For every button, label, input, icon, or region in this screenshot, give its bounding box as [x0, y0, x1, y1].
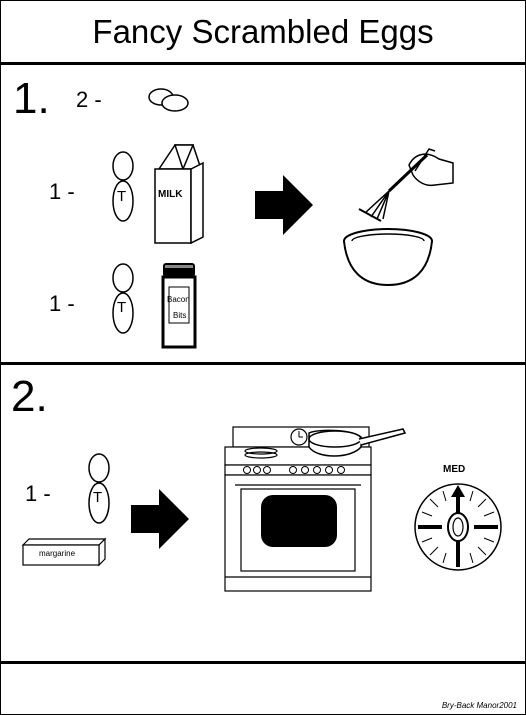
bacon-bits-jar-icon — [161, 263, 197, 349]
margarine-stick-icon — [21, 537, 107, 567]
eggs-quantity: 2 - — [76, 87, 102, 112]
milk-carton-label: MILK — [158, 189, 183, 200]
mixing-bowl-icon — [343, 228, 433, 287]
step-divider — [1, 362, 525, 365]
bacon-jar-label-line-1: Bacon — [167, 295, 190, 304]
tablespoon-label: T — [117, 299, 127, 316]
footer-credit: Bry-Back Manor2001 — [441, 701, 517, 710]
step-2-number: 2. — [11, 372, 48, 421]
tablespoon-label: T — [117, 188, 127, 205]
whisk-in-hand-icon — [358, 148, 454, 222]
tablespoon-icon — [112, 263, 134, 334]
stove-dial-icon — [414, 483, 502, 571]
tablespoon-icon — [88, 453, 110, 524]
dial-setting-label: MED — [443, 464, 466, 475]
bacon-quantity: 1 - — [49, 291, 75, 316]
tablespoon-icon — [112, 151, 134, 222]
tablespoon-label: T — [93, 489, 103, 506]
margarine-label: margarine — [39, 549, 76, 558]
footer-divider — [1, 661, 525, 664]
stove-with-frying-pan-icon — [224, 426, 407, 592]
arrow-right-icon — [131, 489, 189, 549]
eggs-icon — [148, 88, 189, 112]
milk-quantity: 1 - — [49, 179, 75, 204]
step-1-number: 1. — [13, 74, 50, 123]
page-title: Fancy Scrambled Eggs — [1, 1, 525, 65]
milk-carton-icon — [154, 144, 204, 245]
margarine-quantity: 1 - — [25, 481, 51, 506]
arrow-right-icon — [255, 175, 313, 235]
bacon-jar-label-line-2: Bits — [173, 311, 187, 320]
